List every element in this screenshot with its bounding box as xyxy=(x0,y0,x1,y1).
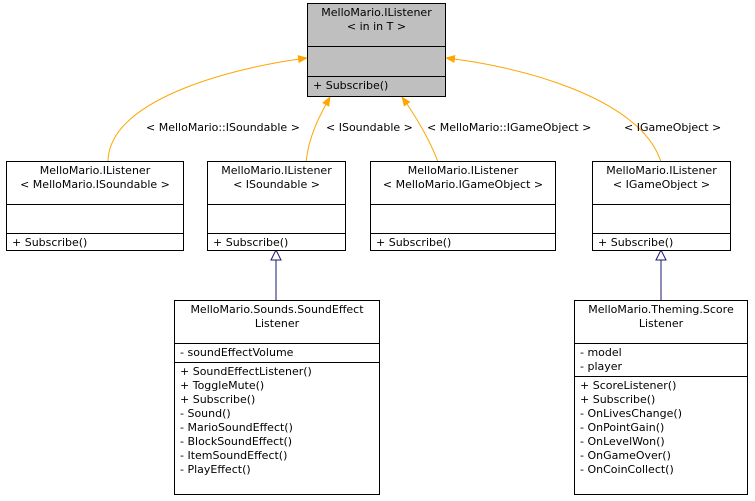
class-title-line: Listener xyxy=(254,317,300,330)
class-attributes xyxy=(593,204,730,233)
edge-label-igameobject-full: < MelloMario::IGameObject > xyxy=(427,121,592,134)
class-methods: + Subscribe() xyxy=(308,76,445,95)
class-title-line: < ISoundable > xyxy=(233,178,320,191)
class-attributes xyxy=(208,204,345,233)
class-node-ilistener-igameobject[interactable]: MelloMario.IListener < IGameObject > + S… xyxy=(592,161,731,251)
class-title-line: MelloMario.IListener xyxy=(321,6,432,19)
method: + Subscribe() xyxy=(180,393,256,406)
class-title: MelloMario.IListener < IGameObject > xyxy=(593,162,730,204)
class-title-line: MelloMario.IListener xyxy=(606,164,717,177)
method: - BlockSoundEffect() xyxy=(180,435,293,448)
class-methods: + Subscribe() xyxy=(593,233,730,252)
method: - Sound() xyxy=(180,407,231,420)
method: + Subscribe() xyxy=(580,393,656,406)
class-title: MelloMario.IListener < MelloMario.ISound… xyxy=(7,162,183,204)
class-methods: + Subscribe() xyxy=(371,233,555,252)
class-title: MelloMario.Sounds.SoundEffect Listener xyxy=(175,301,379,343)
class-title-line: < IGameObject > xyxy=(612,178,711,191)
method: - OnCoinCollect() xyxy=(580,463,674,476)
attribute: - model xyxy=(580,346,622,359)
method: + SoundEffectListener() xyxy=(180,365,312,378)
edge-label-igameobject: < IGameObject > xyxy=(624,121,722,134)
template-edge-isoundable-full xyxy=(107,55,308,163)
edge-label-isoundable: < ISoundable > xyxy=(326,121,413,134)
method: + Subscribe() xyxy=(213,236,289,249)
method: + Subscribe() xyxy=(376,236,452,249)
attribute: - player xyxy=(580,360,623,373)
class-methods: + Subscribe() xyxy=(208,233,345,252)
method: + Subscribe() xyxy=(313,79,389,92)
method: - OnPointGain() xyxy=(580,421,665,434)
class-title-line: MelloMario.IListener xyxy=(221,164,332,177)
class-node-ilistener-root[interactable]: MelloMario.IListener < in in T > + Subsc… xyxy=(307,3,446,97)
class-node-sound-effect-listener[interactable]: MelloMario.Sounds.SoundEffect Listener -… xyxy=(174,300,380,495)
method: - ItemSoundEffect() xyxy=(180,449,288,462)
class-attributes xyxy=(7,204,183,233)
edge-label-isoundable-full: < MelloMario::ISoundable > xyxy=(146,121,300,134)
method: + Subscribe() xyxy=(598,236,674,249)
class-attributes: - soundEffectVolume xyxy=(175,343,379,362)
class-node-ilistener-isoundable[interactable]: MelloMario.IListener < ISoundable > + Su… xyxy=(207,161,346,251)
class-title-line: MelloMario.IListener xyxy=(407,164,519,177)
class-attributes: - model - player xyxy=(575,343,747,376)
method: - MarioSoundEffect() xyxy=(180,421,293,434)
template-edge-igameobject xyxy=(445,55,662,163)
method: + ScoreListener() xyxy=(580,379,677,392)
class-attributes xyxy=(371,204,555,233)
class-node-ilistener-mellomario-isoundable[interactable]: MelloMario.IListener < MelloMario.ISound… xyxy=(6,161,184,251)
class-title-line: MelloMario.Sounds.SoundEffect xyxy=(190,303,364,316)
attribute: - soundEffectVolume xyxy=(180,346,294,359)
class-title: MelloMario.IListener < MelloMario.IGameO… xyxy=(371,162,555,204)
class-title-line: MelloMario.IListener xyxy=(39,164,151,177)
method: + Subscribe() xyxy=(12,236,88,249)
class-title-line: MelloMario.Theming.Score xyxy=(588,303,734,316)
class-title-line: < MelloMario.ISoundable > xyxy=(20,178,170,191)
method: - OnLevelWon() xyxy=(580,435,665,448)
method: - OnLivesChange() xyxy=(580,407,682,420)
class-node-score-listener[interactable]: MelloMario.Theming.Score Listener - mode… xyxy=(574,300,748,495)
class-methods: + ScoreListener() + Subscribe() - OnLive… xyxy=(575,376,747,479)
class-attributes xyxy=(308,46,445,76)
class-title-line: < in in T > xyxy=(346,20,407,33)
class-title: MelloMario.IListener < in in T > xyxy=(308,4,445,46)
class-methods: + SoundEffectListener() + ToggleMute() +… xyxy=(175,362,379,479)
class-title: MelloMario.IListener < ISoundable > xyxy=(208,162,345,204)
method: - PlayEffect() xyxy=(180,463,251,476)
method: - OnGameOver() xyxy=(580,449,671,462)
class-methods: + Subscribe() xyxy=(7,233,183,252)
template-edge-isoundable xyxy=(305,96,331,163)
method: + ToggleMute() xyxy=(180,379,265,392)
template-edge-igameobject-full xyxy=(401,96,439,163)
class-title: MelloMario.Theming.Score Listener xyxy=(575,301,747,343)
class-node-ilistener-mellomario-igameobject[interactable]: MelloMario.IListener < MelloMario.IGameO… xyxy=(370,161,556,251)
class-title-line: Listener xyxy=(638,317,684,330)
class-title-line: < MelloMario.IGameObject > xyxy=(382,178,544,191)
